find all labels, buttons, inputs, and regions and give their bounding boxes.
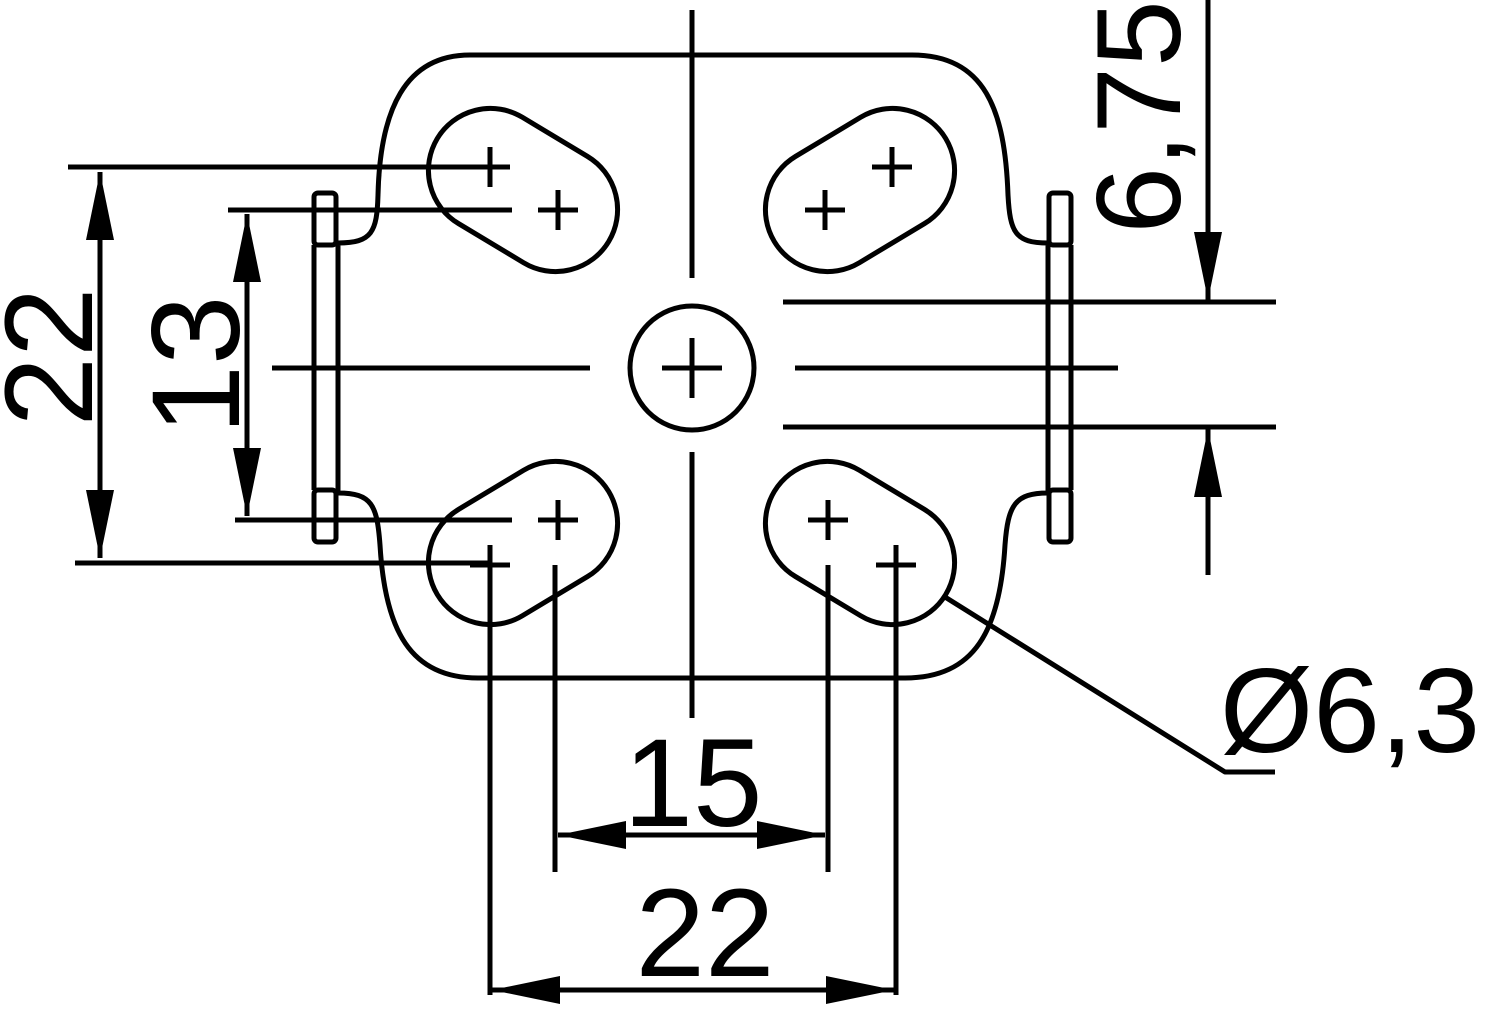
dim-bottom-outer-label: 22 — [635, 864, 774, 1003]
arrow-left-outer-bottom — [86, 490, 114, 558]
slot-bottom-left — [425, 458, 621, 628]
housing-outline — [335, 52, 1051, 681]
dim-left-outer-label: 22 — [0, 287, 119, 426]
dim-pin-diameter-label: Ø6,3 — [1220, 644, 1480, 778]
slot-top-right — [762, 105, 958, 275]
right-tab-lower — [1046, 487, 1074, 545]
arrow-bottom-inner-right — [757, 821, 825, 849]
left-tab-upper — [311, 190, 339, 248]
right-tab-upper — [1046, 190, 1074, 248]
dim-right-gap-label: 6,75 — [1072, 0, 1206, 234]
arrow-bottom-outer-left — [492, 976, 560, 1004]
arrow-left-inner-bottom — [233, 448, 261, 516]
slot-bottom-right — [762, 458, 958, 628]
arrow-bottom-inner-left — [558, 821, 626, 849]
arrow-left-outer-top — [86, 172, 114, 240]
slot-top-left — [425, 105, 621, 275]
dim-left-inner-label: 13 — [127, 295, 266, 434]
arrow-left-inner-top — [233, 214, 261, 282]
left-tab-lower — [311, 487, 339, 545]
center-pin-cross — [662, 338, 722, 398]
leader-line-diameter — [943, 594, 1275, 775]
dim-bottom-inner-label: 15 — [623, 714, 762, 853]
arrow-bottom-outer-right — [826, 976, 894, 1004]
arrow-right-top — [1194, 232, 1222, 300]
arrow-right-bottom — [1194, 429, 1222, 497]
center-ground-pin — [627, 303, 757, 433]
